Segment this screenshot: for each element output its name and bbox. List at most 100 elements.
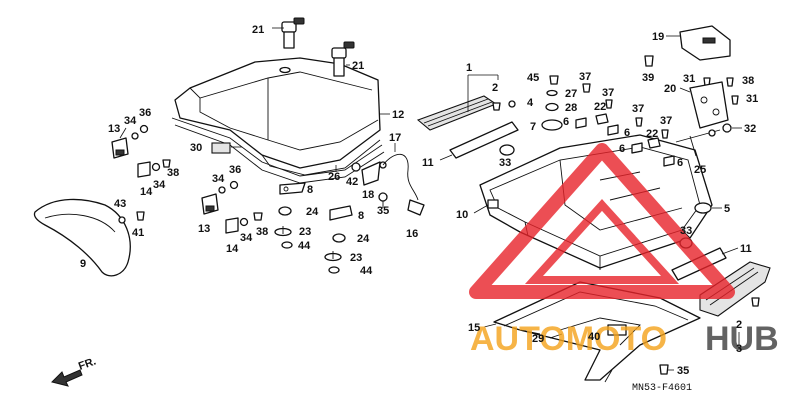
bolt-36-upper[interactable] xyxy=(139,124,149,134)
bolt-2-left[interactable] xyxy=(492,102,501,111)
callout-38-a: 38 xyxy=(167,167,179,179)
callout-16: 16 xyxy=(406,228,418,240)
callout-39: 39 xyxy=(642,72,654,84)
callout-6-c: 6 xyxy=(619,143,625,155)
screw-35-upper[interactable] xyxy=(378,192,388,208)
release-cable[interactable] xyxy=(379,153,419,201)
grommet-33-upper[interactable] xyxy=(499,144,515,156)
key-cylinder-lower[interactable] xyxy=(331,41,355,77)
nut-24-right[interactable] xyxy=(332,233,346,243)
latch-hook-32[interactable] xyxy=(722,123,732,133)
bracket-16[interactable] xyxy=(407,199,425,216)
screw-38-right[interactable] xyxy=(726,77,734,87)
screw-35-lower[interactable] xyxy=(659,364,669,375)
cap-7[interactable] xyxy=(541,119,563,131)
screw-31-lower[interactable] xyxy=(731,95,739,105)
callout-19: 19 xyxy=(652,31,664,43)
screw-38-lower[interactable] xyxy=(253,212,263,221)
callout-41: 41 xyxy=(132,227,144,239)
lid-shell[interactable] xyxy=(174,57,381,176)
callout-22-b: 22 xyxy=(646,128,658,140)
plug-5[interactable] xyxy=(694,202,712,214)
bolt-45[interactable] xyxy=(549,75,559,85)
latch-18[interactable] xyxy=(361,161,381,186)
nut-24-left[interactable] xyxy=(278,206,292,216)
callout-8-b: 8 xyxy=(358,210,364,222)
callouts: 21 21 12 13 34 36 14 34 38 30 26 17 42 1… xyxy=(77,24,758,394)
callout-4: 4 xyxy=(527,97,534,109)
frame-29[interactable] xyxy=(559,317,641,346)
lock-cover-19[interactable] xyxy=(679,25,731,61)
callout-31-a: 31 xyxy=(683,73,695,85)
case-base[interactable] xyxy=(479,134,713,270)
link-rod-25[interactable] xyxy=(675,129,721,157)
washer-23-left[interactable] xyxy=(274,226,292,237)
callout-30: 30 xyxy=(190,142,202,154)
watermark: AUTOMOTO HUB xyxy=(469,143,779,358)
cap-28[interactable] xyxy=(545,102,559,112)
screw-37-c[interactable] xyxy=(635,117,643,127)
key-cylinder-upper[interactable] xyxy=(281,17,305,49)
hinge-arm-8-right[interactable] xyxy=(329,205,353,221)
screw-38-upper[interactable] xyxy=(162,159,171,168)
hinge-13-upper[interactable] xyxy=(111,137,129,159)
screw-37-a[interactable] xyxy=(582,83,591,93)
callout-28: 28 xyxy=(565,102,577,114)
callout-23-b: 23 xyxy=(350,252,362,264)
lock-plate-20[interactable] xyxy=(689,81,729,129)
callout-38-b: 38 xyxy=(256,226,268,238)
callout-5: 5 xyxy=(724,203,730,215)
callout-44-a: 44 xyxy=(298,240,311,252)
hinge-13-lower[interactable] xyxy=(201,193,219,215)
nut-44-left[interactable] xyxy=(281,241,293,249)
bolt-42[interactable] xyxy=(351,162,361,172)
clip-34-upper[interactable] xyxy=(151,162,161,172)
reflector-left[interactable] xyxy=(416,95,498,131)
clip-6-d[interactable] xyxy=(663,155,675,167)
hinge-arm-8-left[interactable] xyxy=(279,182,306,195)
callout-15: 15 xyxy=(468,322,480,334)
bracket-14-lower[interactable] xyxy=(225,217,239,234)
nut-22-a[interactable] xyxy=(595,113,609,125)
plate-30[interactable] xyxy=(211,142,231,154)
lens-11-left[interactable] xyxy=(449,121,519,159)
callout-3: 3 xyxy=(736,343,742,355)
clip-43[interactable] xyxy=(118,216,126,224)
callout-18: 18 xyxy=(362,189,374,201)
front-direction-arrow xyxy=(51,369,83,387)
callout-44-b: 44 xyxy=(360,265,373,277)
washer-34-lower[interactable] xyxy=(218,186,226,194)
clip-34-lower[interactable] xyxy=(239,217,249,227)
clip-6-b[interactable] xyxy=(607,124,619,136)
clip-6-c[interactable] xyxy=(631,142,643,154)
bolt-2-right[interactable] xyxy=(751,297,760,307)
callout-42: 42 xyxy=(346,176,358,188)
nut-22-b[interactable] xyxy=(647,137,661,149)
callout-22-a: 22 xyxy=(594,101,606,113)
screw-37-b[interactable] xyxy=(605,99,613,109)
watermark-text-b: HUB xyxy=(705,320,779,358)
bracket-14-upper[interactable] xyxy=(137,161,151,178)
nut-44-right[interactable] xyxy=(328,266,340,274)
lid-seal[interactable] xyxy=(171,117,385,184)
callout-40: 40 xyxy=(588,331,600,343)
washer-23-right[interactable] xyxy=(324,251,342,262)
screw-39[interactable] xyxy=(644,55,654,67)
callout-45: 45 xyxy=(527,72,539,84)
screw-41[interactable] xyxy=(136,211,145,221)
screw-37-d[interactable] xyxy=(661,129,669,139)
backrest-pad[interactable] xyxy=(33,198,131,277)
washer-34-upper[interactable] xyxy=(131,132,139,140)
washer-27[interactable] xyxy=(546,89,558,97)
callout-34-b: 34 xyxy=(153,179,166,191)
clip-6-a[interactable] xyxy=(575,117,587,129)
callout-35-b: 35 xyxy=(677,365,689,377)
callout-14-b: 14 xyxy=(226,243,239,255)
bracket-40[interactable] xyxy=(607,324,627,336)
callout-43: 43 xyxy=(114,198,126,210)
nut-4[interactable] xyxy=(508,100,516,108)
callout-14-a: 14 xyxy=(140,186,153,198)
bolt-36-lower[interactable] xyxy=(229,180,239,190)
callout-34-c: 34 xyxy=(212,173,225,185)
